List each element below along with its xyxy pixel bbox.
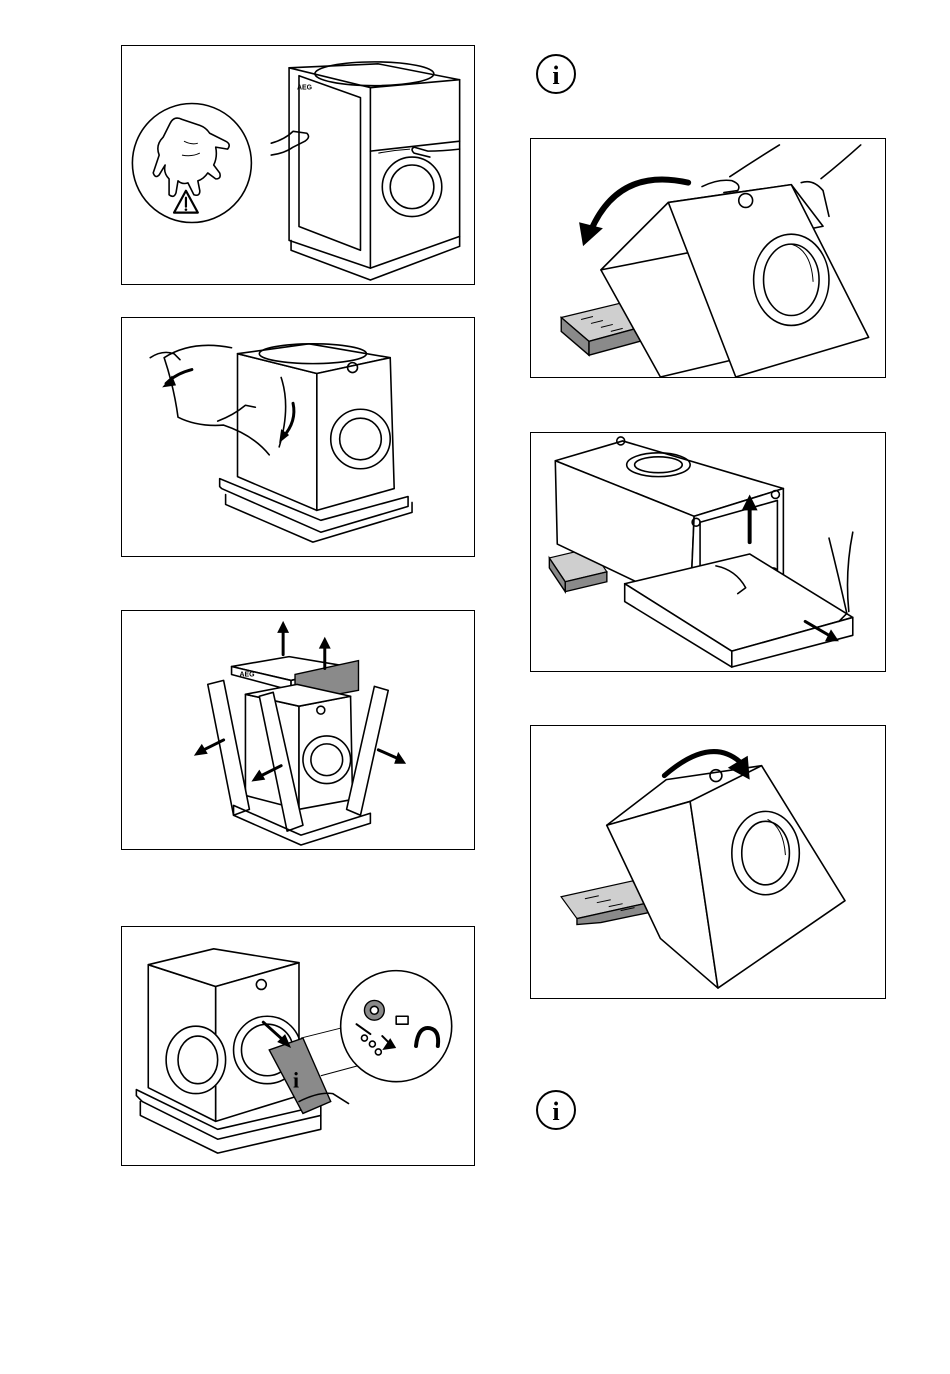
- svg-text:i: i: [552, 61, 559, 90]
- svg-text:i: i: [552, 1097, 559, 1126]
- figure-remove-base: [530, 432, 886, 672]
- tilted-washing-machine: [607, 766, 845, 988]
- glove-warning-inset: [132, 104, 251, 223]
- figure-remove-film: [121, 317, 475, 557]
- unit-logo: AEG: [297, 85, 312, 92]
- info-icon: i: [534, 52, 578, 96]
- figure-put-machine-upright: [530, 725, 886, 999]
- figure-remove-packaging-parts: AEG: [121, 610, 475, 850]
- figure-remove-accessory-bag: i: [121, 926, 475, 1166]
- figure-tilt-machine-back: [530, 138, 886, 378]
- figure-cut-packaging-film: AEG: [121, 45, 475, 285]
- packaging-logo: AEG: [239, 671, 254, 678]
- bag-info-symbol: i: [293, 1069, 299, 1093]
- info-icon: i: [534, 1088, 578, 1132]
- packaged-washing-machine: AEG: [271, 62, 459, 280]
- accessories-inset: [341, 971, 452, 1082]
- washing-machine-with-film: [220, 344, 412, 542]
